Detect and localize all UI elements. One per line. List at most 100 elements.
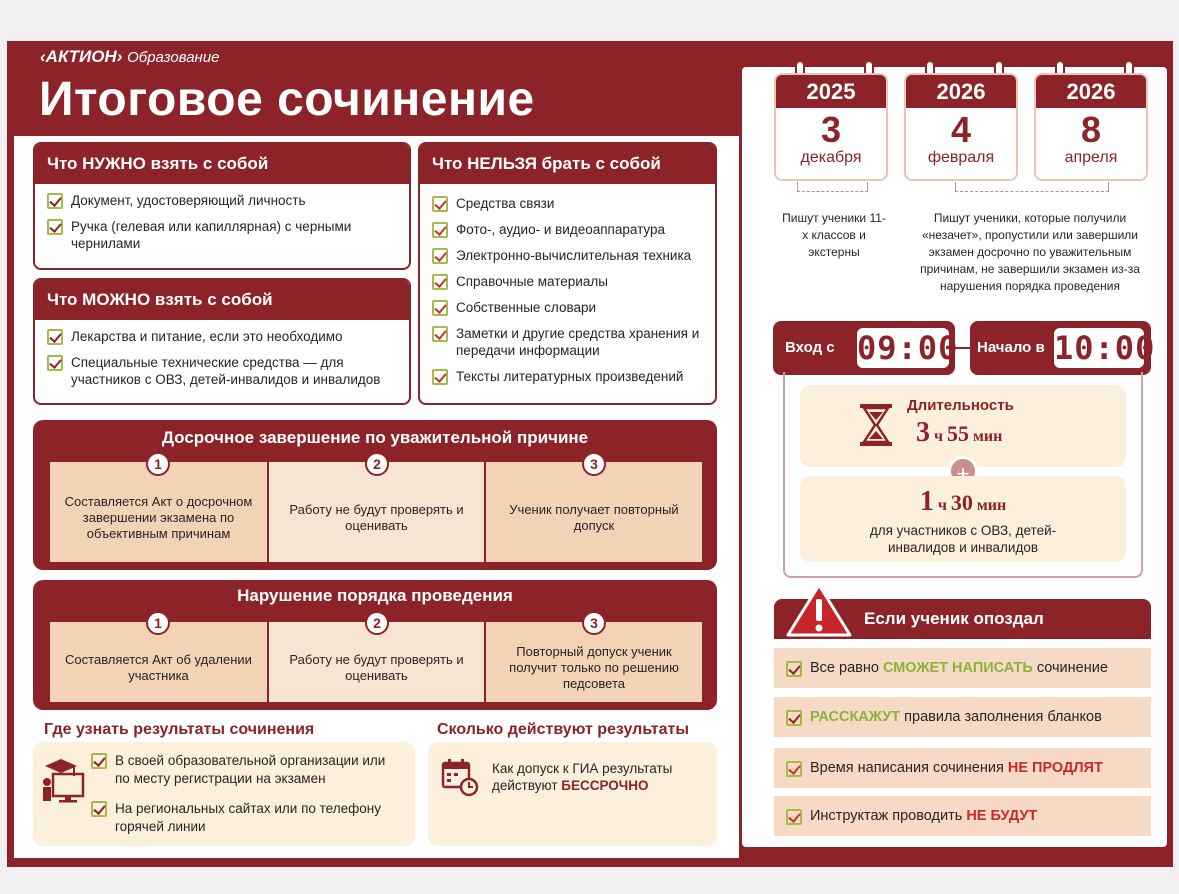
late-row: Инструктаж проводить НЕ БУДУТ bbox=[774, 796, 1151, 836]
check-icon bbox=[47, 355, 63, 371]
late-row: РАССКАЖУТ правила заполнения бланков bbox=[774, 697, 1151, 737]
need-item: Ручка (гелевая или капиллярная) с черным… bbox=[47, 218, 397, 252]
hourglass-icon bbox=[858, 403, 894, 447]
cannot-item: Собственные словари bbox=[432, 299, 703, 316]
start-label: Начало в bbox=[977, 339, 1045, 356]
cannot-title: Что НЕЛЬЗЯ брать с собой bbox=[420, 144, 715, 184]
early-steps: Досрочное завершение по уважительной при… bbox=[33, 420, 717, 570]
calendar-year: 2026 bbox=[906, 75, 1016, 108]
check-icon bbox=[47, 193, 63, 209]
check-icon bbox=[47, 329, 63, 345]
check-icon bbox=[786, 661, 802, 677]
cannot-item: Справочные материалы bbox=[432, 273, 703, 290]
calendar-month: апреля bbox=[1064, 149, 1118, 166]
time-connector bbox=[955, 347, 971, 349]
cannot-item: Тексты литературных произведений bbox=[432, 368, 703, 385]
duration-main: 3 ч 55 мин bbox=[916, 417, 1003, 448]
check-icon bbox=[91, 753, 107, 769]
check-icon bbox=[432, 248, 448, 264]
violation-title: Нарушение порядка проведения bbox=[237, 586, 513, 605]
school-icon bbox=[39, 754, 89, 804]
check-icon bbox=[432, 274, 448, 290]
duration-box: Длительность 3 ч 55 мин bbox=[800, 385, 1126, 467]
violation-step-3: Повторный допуск ученик получит только п… bbox=[486, 622, 702, 702]
need-box: Что НУЖНО взять с собой Документ, удосто… bbox=[33, 142, 411, 270]
entry-time-bar: Вход с 09:00 bbox=[773, 321, 959, 375]
violation-steps: Нарушение порядка проведения Составляетс… bbox=[33, 580, 717, 710]
brand-sub: Образование bbox=[127, 49, 220, 66]
bracket-line bbox=[955, 182, 1109, 192]
date-calendar-3: 2026 8 апреля bbox=[1034, 73, 1148, 181]
calendar-year: 2026 bbox=[1036, 75, 1146, 108]
early-step-2: Работу не будут проверять и оценивать bbox=[269, 462, 484, 562]
need-item: Документ, удостоверяющий личность bbox=[47, 192, 397, 209]
cannot-item: Средства связи bbox=[432, 195, 703, 212]
step-number: 2 bbox=[365, 611, 389, 635]
can-title: Что МОЖНО взять с собой bbox=[35, 280, 409, 320]
brand-name: ‹АКТИОН› bbox=[40, 47, 123, 66]
calendar-year: 2025 bbox=[776, 75, 886, 108]
brand-logo: ‹АКТИОН› Образование bbox=[40, 47, 220, 67]
violation-step-2: Работу не будут проверять и оценивать bbox=[269, 622, 484, 702]
cannot-item: Электронно-вычислительная техника bbox=[432, 247, 703, 264]
results-title: Где узнать результаты сочинения bbox=[44, 721, 315, 738]
step-number: 3 bbox=[582, 611, 606, 635]
can-item: Специальные технические средства — для у… bbox=[47, 354, 397, 388]
step-number: 1 bbox=[146, 452, 170, 476]
calendar-day: 3 bbox=[820, 109, 842, 150]
late-title: Если ученик опоздал bbox=[864, 609, 1044, 628]
entry-label: Вход с bbox=[785, 339, 835, 356]
step-number: 1 bbox=[146, 611, 170, 635]
duration-extra-note: для участников с ОВЗ, детей-инвалидов и … bbox=[869, 523, 1057, 555]
late-row: Все равно СМОЖЕТ НАПИСАТЬ сочинение bbox=[774, 648, 1151, 688]
calendar-clock-icon bbox=[440, 758, 480, 798]
validity-text: Как допуск к ГИА результаты действуют БЕ… bbox=[492, 761, 673, 793]
check-icon bbox=[432, 326, 448, 342]
bracket-line bbox=[797, 182, 868, 192]
check-icon bbox=[786, 809, 802, 825]
date-calendar-1: 2025 3 декабря bbox=[774, 73, 888, 181]
need-title: Что НУЖНО взять с собой bbox=[35, 144, 409, 184]
early-step-3: Ученик получает повторный допуск bbox=[486, 462, 702, 562]
date-note-1: Пишут ученики 11-х классов и экстерны bbox=[782, 211, 886, 259]
validity-title: Сколько действуют результаты bbox=[437, 721, 689, 738]
calendar-month: декабря bbox=[800, 149, 862, 166]
check-icon bbox=[432, 300, 448, 316]
calendar-month: февраля bbox=[927, 149, 995, 166]
check-icon bbox=[91, 801, 107, 817]
validity-box: Как допуск к ГИА результаты действуют БЕ… bbox=[428, 742, 717, 846]
late-row: Время написания сочинения НЕ ПРОДЛЯТ bbox=[774, 748, 1151, 788]
results-box: В своей образовательной организации или … bbox=[33, 742, 415, 846]
calendar-day: 8 bbox=[1080, 109, 1102, 150]
can-box: Что МОЖНО взять с собой Лекарства и пита… bbox=[33, 278, 411, 405]
check-icon bbox=[432, 196, 448, 212]
cannot-item: Фото-, аудио- и видеоаппаратура bbox=[432, 221, 703, 238]
date-calendar-2: 2026 4 февраля bbox=[904, 73, 1018, 181]
check-icon bbox=[432, 369, 448, 385]
step-number: 3 bbox=[582, 452, 606, 476]
entry-time: 09:00 bbox=[857, 328, 959, 368]
check-icon bbox=[786, 710, 802, 726]
validity-strong: БЕССРОЧНО bbox=[561, 778, 649, 793]
calendar-day: 4 bbox=[950, 109, 972, 150]
cannot-box: Что НЕЛЬЗЯ брать с собой Средства связи … bbox=[418, 142, 717, 405]
cannot-item: Заметки и другие средства хранения и пер… bbox=[432, 325, 703, 359]
warning-icon bbox=[786, 583, 852, 637]
early-step-1: Составляется Акт о досрочном завершении … bbox=[50, 462, 267, 562]
violation-step-1: Составляется Акт об удалении участника bbox=[50, 622, 267, 702]
results-item: На региональных сайтах или по телефону г… bbox=[91, 800, 391, 836]
check-icon bbox=[47, 219, 63, 235]
start-time-bar: Начало в 10:00 bbox=[970, 321, 1156, 375]
can-item: Лекарства и питание, если это необходимо bbox=[47, 328, 397, 345]
page-title: Итоговое сочинение bbox=[39, 73, 535, 126]
check-icon bbox=[786, 761, 802, 777]
date-note-2: Пишут ученики, которые получили «незачет… bbox=[920, 211, 1140, 293]
check-icon bbox=[432, 222, 448, 238]
late-header: Если ученик опоздал bbox=[774, 599, 1151, 639]
duration-label: Длительность bbox=[907, 397, 1014, 414]
results-item: В своей образовательной организации или … bbox=[91, 752, 391, 788]
duration-frame bbox=[783, 372, 1143, 578]
start-time: 10:00 bbox=[1054, 328, 1156, 368]
extra-duration-box: 1 ч 30 мин для участников с ОВЗ, детей-и… bbox=[800, 476, 1126, 562]
step-number: 2 bbox=[365, 452, 389, 476]
